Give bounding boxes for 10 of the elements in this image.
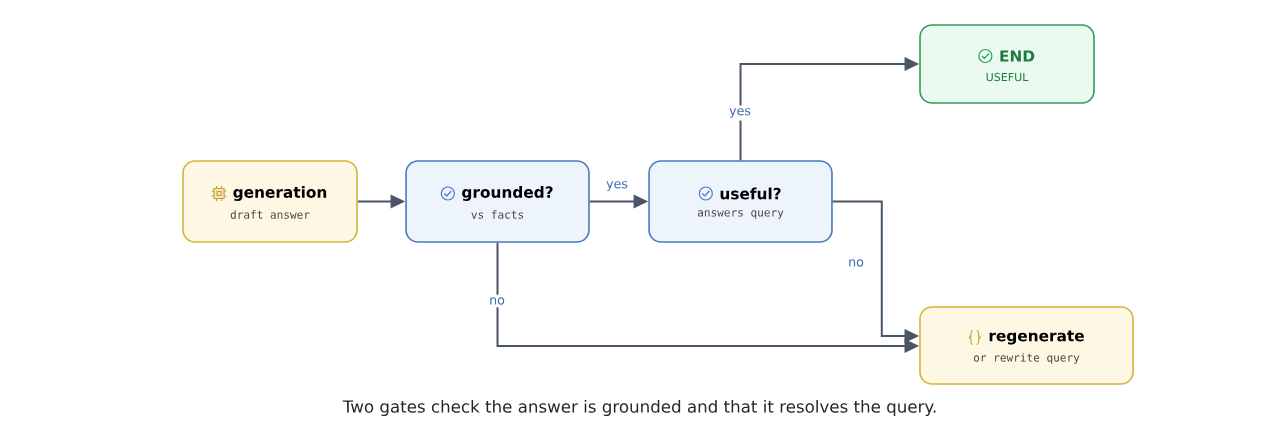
edge-label: yes [726, 105, 754, 121]
edge-label: no [845, 256, 867, 270]
process-box: END USEFUL [919, 24, 1095, 104]
caption: Two gates check the answer is grounded and that it resolves the query. [342, 399, 936, 417]
edge-label: no [486, 294, 508, 308]
process-box: useful? answers query [648, 160, 833, 243]
process-box: generation draft answer [182, 160, 358, 243]
process-box: grounded? vs facts [405, 160, 590, 243]
process-box: regenerate or rewrite query [919, 306, 1134, 385]
edge-label: yes [603, 178, 631, 194]
